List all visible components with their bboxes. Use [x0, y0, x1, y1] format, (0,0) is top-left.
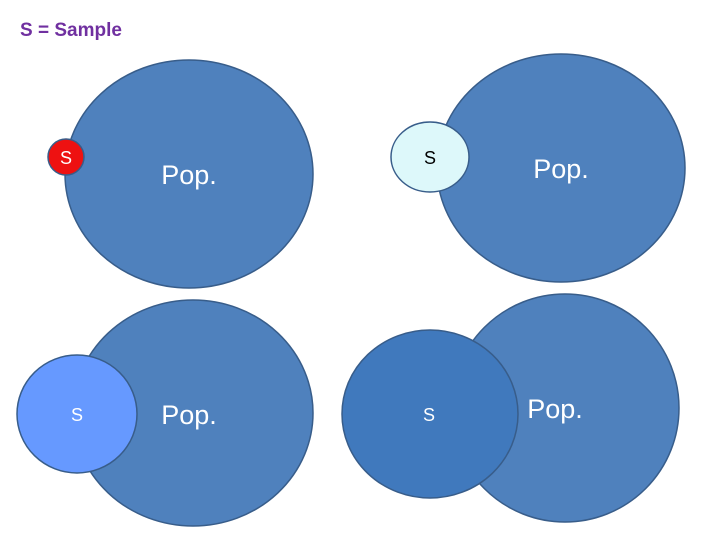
panel-3: Pop. S: [16, 299, 314, 527]
population-label: Pop.: [161, 160, 217, 190]
sample-label: S: [424, 148, 436, 168]
sample-label: S: [60, 148, 72, 168]
panel-2: Pop. S: [390, 53, 686, 283]
panel-4: Pop. S: [341, 293, 680, 523]
population-label: Pop.: [161, 400, 217, 430]
sample-circle: [47, 138, 85, 176]
sample-label: S: [423, 405, 435, 425]
sample-circle: [341, 329, 519, 499]
population-label: Pop.: [533, 154, 589, 184]
sample-circle: [390, 121, 470, 193]
population-label: Pop.: [527, 394, 583, 424]
sample-label: S: [71, 405, 83, 425]
sample-circle: [16, 354, 138, 474]
panel-1: Pop. S: [47, 59, 314, 289]
legend-title: S = Sample: [20, 20, 122, 41]
